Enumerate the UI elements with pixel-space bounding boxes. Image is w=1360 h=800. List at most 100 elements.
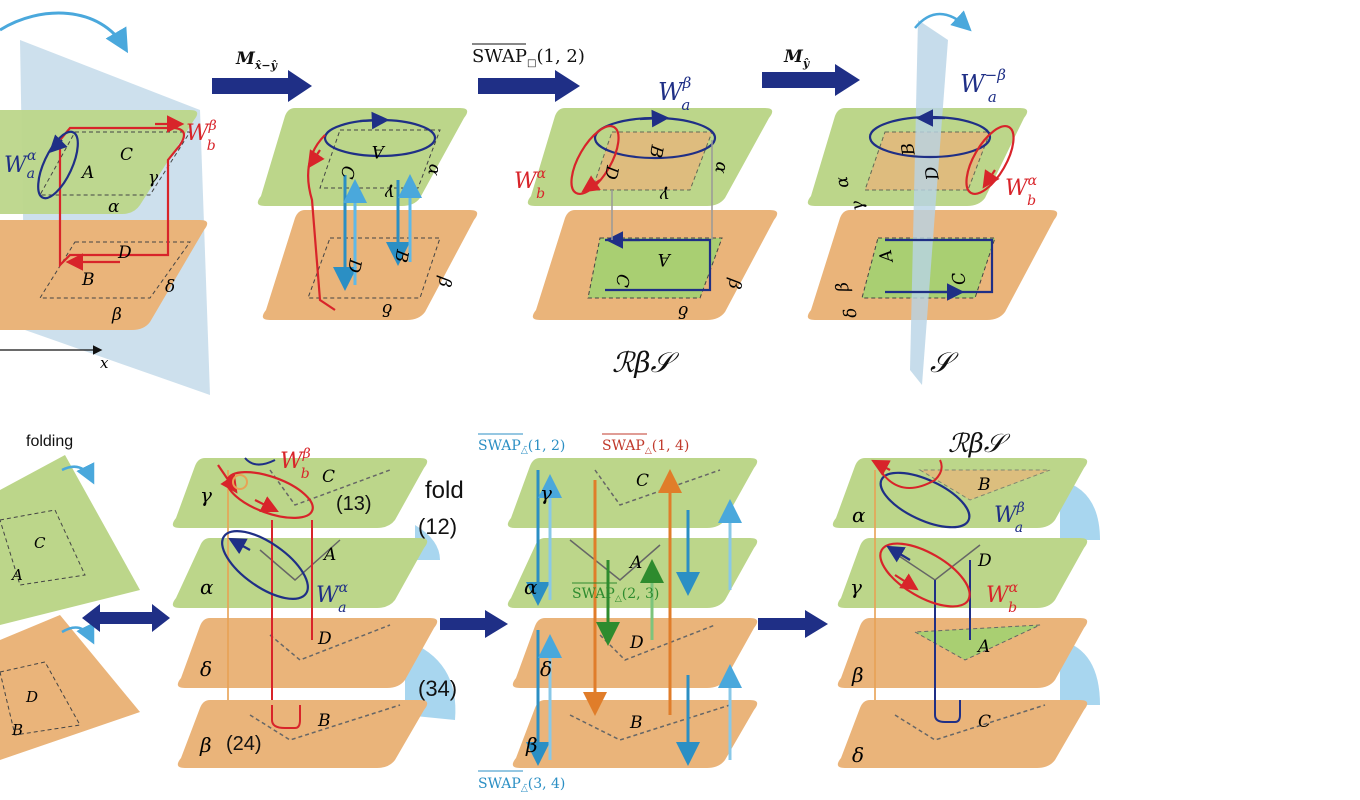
label-delta: δ — [165, 277, 175, 297]
label-C: C — [949, 270, 971, 286]
right-arrow-icon — [758, 610, 828, 638]
svg-text:Mx̂−ŷ: Mx̂−ŷ — [235, 49, 279, 72]
label-D: D — [117, 243, 132, 263]
wb-loop — [965, 125, 1015, 195]
orange-layer-delta — [512, 618, 758, 688]
label-beta: β — [111, 305, 122, 325]
label-rot-C: C — [336, 164, 358, 180]
label-delta: δ — [840, 306, 861, 320]
label-rot-B: B — [390, 247, 412, 264]
label-A: A — [322, 545, 336, 565]
folding-label: folding — [26, 433, 73, 450]
label-D: D — [629, 633, 644, 653]
label-A: A — [80, 163, 94, 183]
op-arrow-3: Mŷ — [762, 47, 860, 96]
rotation-arrow-icon — [0, 11, 129, 54]
label-D: D — [922, 164, 944, 182]
label-D: D — [600, 163, 622, 181]
orange-layer — [0, 220, 208, 330]
axis-x-label: x — [100, 354, 109, 372]
label-A: A — [628, 553, 642, 573]
label-A: A — [10, 566, 23, 584]
wb-loop — [570, 125, 620, 195]
swap-blue-12: SWAP△̄(1, 2) — [478, 438, 565, 456]
label-beta: β — [723, 276, 745, 290]
label-beta: β — [525, 733, 538, 757]
label-alpha: α — [200, 575, 214, 599]
label-C: C — [611, 272, 633, 288]
right-arrow-icon — [440, 610, 508, 638]
caption-S: 𝒮 — [930, 346, 959, 379]
label-delta: δ — [678, 301, 688, 321]
label-13: (13) — [336, 493, 372, 515]
label-rot-delta: δ — [382, 299, 392, 319]
wa-loop — [221, 530, 309, 600]
label-alpha: α — [108, 197, 120, 217]
label-D: D — [25, 688, 38, 706]
label-C: C — [120, 145, 133, 165]
wb-loop — [879, 542, 971, 608]
label-delta: δ — [200, 657, 212, 681]
label-B: B — [645, 143, 667, 160]
wb-loop — [307, 134, 336, 311]
label-A: A — [976, 637, 990, 657]
op-arrow-2: SWAP□(1, 2) — [472, 43, 585, 102]
label-fold: fold — [425, 477, 464, 504]
orange-layer-delta — [837, 700, 1088, 768]
wa-loop — [37, 130, 79, 200]
bottom-panel-1: folding C A D B — [0, 433, 140, 760]
label-beta: β — [832, 280, 854, 294]
label-alpha: α — [832, 174, 854, 189]
label-delta: δ — [852, 743, 864, 767]
label-gamma: γ — [200, 483, 212, 507]
label-alpha: α — [710, 160, 732, 175]
label-B: B — [317, 711, 331, 731]
label-rot-D: D — [343, 256, 365, 274]
label-rot-alpha: α — [423, 162, 445, 177]
rotation-arrow-icon — [914, 10, 972, 32]
label-A: A — [658, 249, 672, 269]
label-beta: β — [851, 663, 864, 687]
label-B: B — [629, 713, 643, 733]
label-12: (12) — [418, 514, 457, 539]
label-rot-gamma: γ — [384, 183, 395, 203]
label-rot-beta: β — [433, 274, 455, 288]
fold-arrow-icon — [61, 622, 95, 645]
orange-layer-delta — [177, 618, 438, 688]
double-arrow-icon — [82, 604, 170, 632]
label-C: C — [322, 467, 335, 487]
label-24: (24) — [226, 733, 262, 755]
op-arrow-1: Mx̂−ŷ — [212, 49, 312, 102]
top-panel-2: A C α γ D B β δ — [257, 108, 478, 320]
orange-triangle — [0, 615, 140, 760]
swap-red-14: SWAP△(1, 4) — [602, 438, 689, 456]
svg-text:SWAP□(1, 2): SWAP□(1, 2) — [472, 46, 585, 69]
label-D: D — [977, 551, 992, 571]
label-C: C — [34, 534, 46, 552]
label-gamma: γ — [540, 481, 552, 505]
caption-RbetaS: ℛβ𝒮 — [612, 346, 680, 379]
label-gamma: γ — [659, 185, 670, 205]
label-C: C — [636, 471, 649, 491]
label-gamma: γ — [847, 198, 869, 212]
label-B: B — [977, 475, 991, 495]
label-delta: δ — [540, 657, 552, 681]
green-layer-gamma — [507, 458, 758, 528]
label-C: C — [978, 712, 991, 732]
orange-layer — [262, 210, 478, 320]
label-alpha: α — [524, 575, 538, 599]
label-gamma: γ — [148, 168, 159, 188]
